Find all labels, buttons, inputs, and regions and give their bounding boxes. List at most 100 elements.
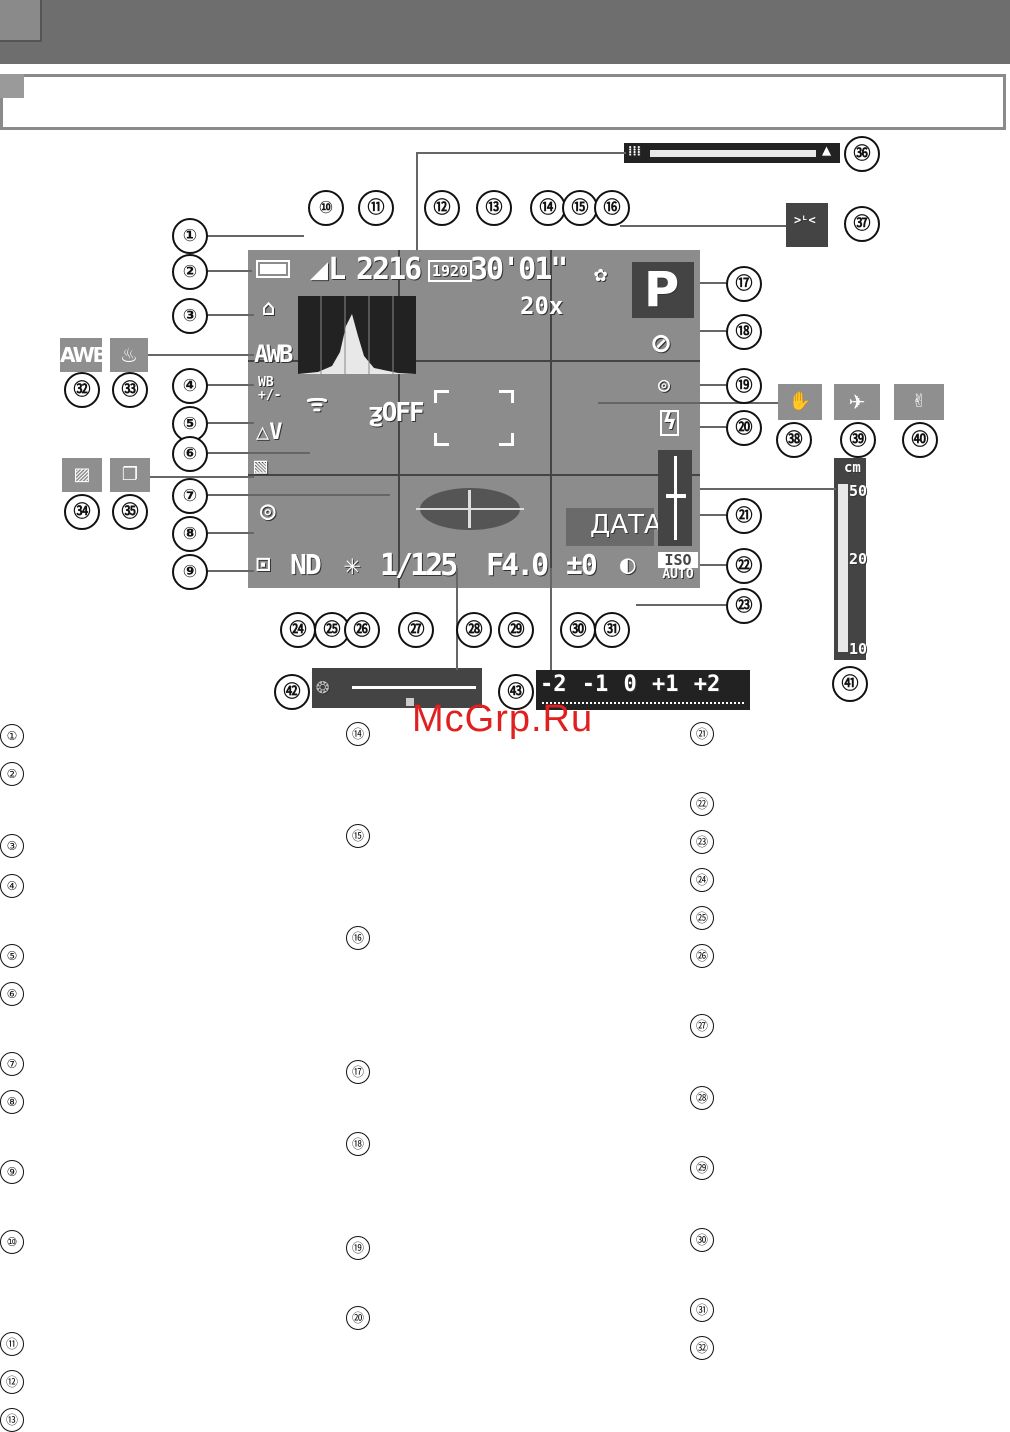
blink-face-icon: >ᴸ< bbox=[794, 213, 816, 227]
macro-icon: ✿ bbox=[594, 262, 608, 287]
callout-14: ⑭ bbox=[530, 190, 566, 226]
af-frame-gap bbox=[434, 403, 514, 433]
legend-9: ⑨ bbox=[0, 1160, 24, 1184]
leader-line bbox=[700, 564, 726, 566]
callout-2: ② bbox=[172, 254, 208, 290]
wide-icon: ⁞⁞⁞ bbox=[628, 144, 641, 159]
battery-level bbox=[260, 264, 286, 274]
airplane-icon: ✈ bbox=[834, 384, 880, 420]
callout-34: ㉞ bbox=[64, 494, 100, 530]
camera-orientation-icon: ⌂ bbox=[262, 296, 276, 321]
legend-23: ㉓ bbox=[690, 830, 714, 854]
grid-line bbox=[398, 250, 400, 588]
legend-3: ③ bbox=[0, 834, 24, 858]
callout-32: ㉜ bbox=[64, 372, 100, 408]
shutter-speed: 1/125 bbox=[380, 548, 458, 583]
callout-17: ⑰ bbox=[726, 266, 762, 302]
flash-off-icon: ⊘ bbox=[652, 326, 671, 361]
legend-24: ㉔ bbox=[690, 868, 714, 892]
legend-11: ⑪ bbox=[0, 1332, 24, 1356]
iso-indicator: ISO AUTO bbox=[658, 552, 698, 582]
af-frame bbox=[434, 390, 514, 446]
callout-4: ④ bbox=[172, 368, 208, 404]
callout-13: ⑬ bbox=[476, 190, 512, 226]
legend-4: ④ bbox=[0, 874, 24, 898]
level-center bbox=[468, 490, 471, 528]
ev-scale-labels: -2 -1 0 +1 +2 bbox=[540, 672, 721, 697]
leader-line bbox=[550, 568, 552, 670]
shooting-mode: P bbox=[644, 262, 680, 318]
legend-5: ⑤ bbox=[0, 944, 24, 968]
legend-17: ⑰ bbox=[346, 1060, 370, 1084]
header-tab-marker bbox=[0, 0, 42, 42]
callout-8: ⑧ bbox=[172, 516, 208, 552]
leader-line bbox=[206, 384, 254, 386]
mf-unit: cm bbox=[844, 460, 861, 476]
continuous-shot-icon: ❐ bbox=[110, 458, 150, 492]
legend-14: ⑭ bbox=[346, 722, 370, 746]
mf-20: 20 bbox=[849, 550, 868, 568]
red-eye-icon: ◎ bbox=[658, 372, 671, 396]
callout-3: ③ bbox=[172, 298, 208, 334]
callout-29: ㉙ bbox=[498, 612, 534, 648]
white-balance: AWB bbox=[254, 340, 293, 368]
mf-scale-marker bbox=[666, 494, 686, 498]
nd-dial-icon: ❂ bbox=[316, 674, 330, 699]
aperture-value: F4.0 bbox=[486, 548, 549, 583]
legend-12: ⑫ bbox=[0, 1370, 24, 1394]
callout-7: ⑦ bbox=[172, 478, 208, 514]
legend-25: ㉕ bbox=[690, 906, 714, 930]
callout-1: ① bbox=[172, 218, 208, 254]
panning-icon: ✌ bbox=[894, 384, 944, 420]
section-tab-marker bbox=[0, 74, 24, 98]
leader-line bbox=[700, 426, 726, 428]
leader-line bbox=[700, 488, 836, 490]
callout-6: ⑥ bbox=[172, 436, 208, 472]
callout-20: ⑳ bbox=[726, 410, 762, 446]
leader-line bbox=[416, 152, 626, 154]
leader-line bbox=[620, 225, 786, 227]
histogram-graph bbox=[298, 296, 416, 374]
zoom-bar-track bbox=[650, 150, 816, 157]
nd-filter: ND bbox=[290, 548, 322, 581]
callout-28: ㉘ bbox=[456, 612, 492, 648]
section-heading-box bbox=[0, 74, 1006, 130]
nd-scale-track bbox=[352, 686, 476, 689]
shooting-mode-box: P bbox=[632, 262, 694, 318]
leader-line bbox=[700, 330, 726, 332]
blink-detection-icon: >ᴸ< bbox=[786, 203, 828, 247]
legend-18: ⑱ bbox=[346, 1132, 370, 1156]
callout-30: ㉚ bbox=[560, 612, 596, 648]
ae-lock-icon: ✳ bbox=[344, 548, 361, 581]
legend-29: ㉙ bbox=[690, 1156, 714, 1180]
shake-off-label: OFF bbox=[381, 398, 425, 428]
leader-line bbox=[700, 282, 726, 284]
callout-33: ㉝ bbox=[112, 372, 148, 408]
flash-compensation-icon: ϟ bbox=[660, 410, 680, 436]
legend-32: ㉜ bbox=[690, 1336, 714, 1360]
callout-40: ㊵ bbox=[902, 422, 938, 458]
legend-31: ㉛ bbox=[690, 1298, 714, 1322]
leader-line bbox=[206, 494, 390, 496]
callout-31: ㉛ bbox=[594, 612, 630, 648]
mf-10: 10 bbox=[849, 640, 868, 658]
ev-scale-ticks bbox=[542, 702, 744, 706]
callout-41: ㊶ bbox=[832, 666, 868, 702]
callout-22: ㉒ bbox=[726, 548, 762, 584]
watermark: McGrp.Ru bbox=[412, 698, 594, 740]
image-size-indicator: ◢L bbox=[310, 252, 347, 287]
legend-19: ⑲ bbox=[346, 1236, 370, 1260]
image-stabilizer-icon: ◎ bbox=[260, 496, 276, 526]
image-size-label: L bbox=[328, 252, 347, 287]
legend-26: ㉖ bbox=[690, 944, 714, 968]
tele-icon: ▲ bbox=[822, 141, 832, 159]
mf-50: 50 bbox=[849, 482, 868, 500]
callout-43: ㊸ bbox=[498, 674, 534, 710]
lamp-icon: ♨ bbox=[110, 338, 148, 372]
callout-16: ⑯ bbox=[594, 190, 630, 226]
legend-2: ② bbox=[0, 762, 24, 786]
legend-7: ⑦ bbox=[0, 1052, 24, 1076]
zoom-magnification: 20x bbox=[520, 292, 564, 320]
my-colors-icon: △V bbox=[256, 420, 283, 445]
mf-indicator-track bbox=[838, 484, 848, 652]
